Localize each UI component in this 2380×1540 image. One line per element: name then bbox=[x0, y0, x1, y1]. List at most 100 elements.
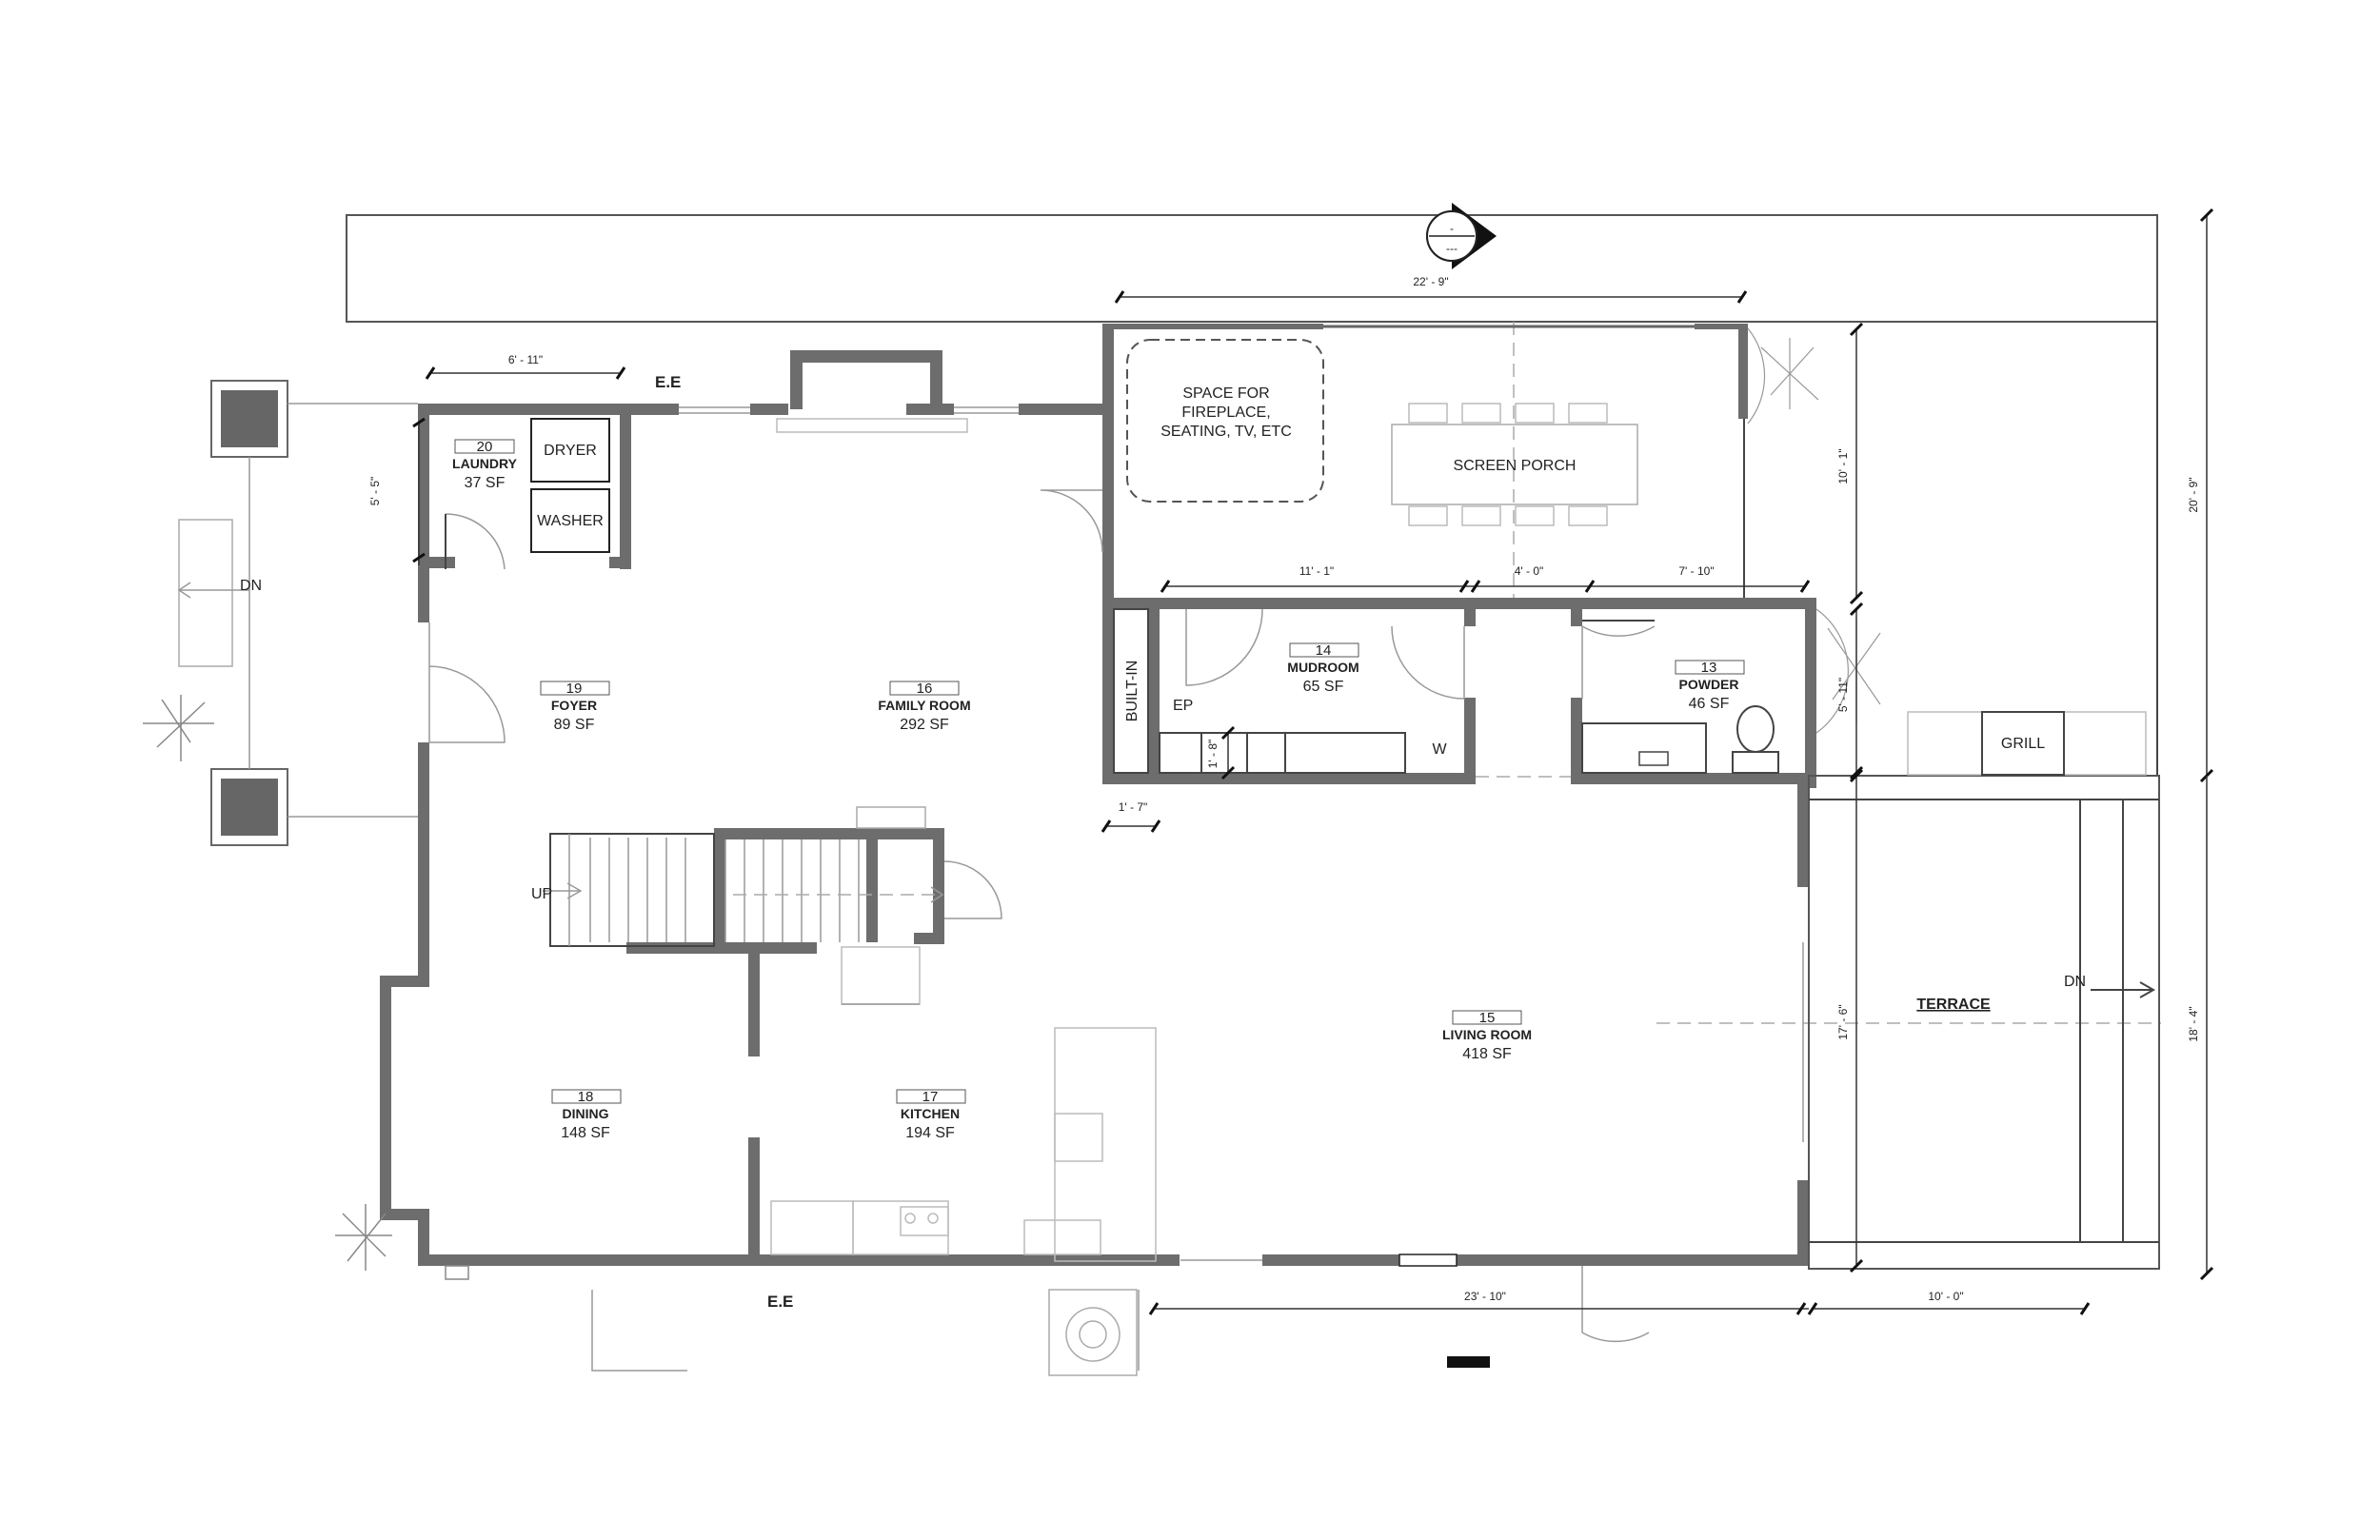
terrace-label: TERRACE bbox=[1916, 997, 1991, 1013]
svg-text:194 SF: 194 SF bbox=[905, 1125, 955, 1141]
room-tag-kitchen: 17 KITCHEN 194 SF bbox=[896, 1089, 966, 1141]
svg-text:20' - 9": 20' - 9" bbox=[2187, 477, 2200, 512]
svg-text:5' - 11": 5' - 11" bbox=[1836, 678, 1850, 712]
svg-text:1' - 7": 1' - 7" bbox=[1119, 800, 1148, 814]
property-strip bbox=[346, 214, 2158, 323]
svg-text:18: 18 bbox=[578, 1089, 594, 1105]
svg-text:11' - 1": 11' - 1" bbox=[1299, 564, 1334, 578]
svg-text:6' - 11": 6' - 11" bbox=[508, 353, 543, 366]
toilet-bowl bbox=[1736, 705, 1775, 753]
toilet-tank bbox=[1732, 751, 1779, 774]
washer-label: WASHER bbox=[537, 513, 604, 529]
dim-overall-right: 20' - 9" bbox=[2187, 207, 2214, 783]
kitchen-counters bbox=[770, 1027, 1157, 1262]
svg-text:65 SF: 65 SF bbox=[1303, 679, 1344, 695]
terrace-deck bbox=[1808, 775, 2160, 1270]
svg-text:418 SF: 418 SF bbox=[1462, 1046, 1512, 1062]
powder-vanity bbox=[1581, 722, 1707, 774]
svg-text:LAUNDRY: LAUNDRY bbox=[452, 456, 518, 471]
fireplace-zone bbox=[1126, 339, 1324, 503]
svg-text:MUDROOM: MUDROOM bbox=[1287, 660, 1359, 675]
dryer-label: DRYER bbox=[544, 443, 597, 459]
stair bbox=[543, 833, 944, 947]
mudroom-bench bbox=[1159, 732, 1406, 774]
ep-label: EP bbox=[1173, 698, 1193, 714]
svg-text:292 SF: 292 SF bbox=[900, 717, 949, 733]
room-tag-mudroom: 14 MUDROOM 65 SF bbox=[1287, 642, 1359, 695]
svg-text:13: 13 bbox=[1701, 660, 1717, 676]
dim-ep-width: 1' - 8" bbox=[1206, 725, 1236, 780]
svg-text:1' - 8": 1' - 8" bbox=[1206, 740, 1220, 769]
mudroom-door-swing bbox=[1185, 608, 1263, 686]
planter-top bbox=[210, 380, 288, 458]
room-tag-foyer: 19 FOYER 89 SF bbox=[540, 681, 610, 733]
svg-text:10' - 0": 10' - 0" bbox=[1928, 1290, 1963, 1303]
svg-text:4' - 0": 4' - 0" bbox=[1515, 564, 1544, 578]
svg-text:148 SF: 148 SF bbox=[561, 1125, 610, 1141]
svg-text:7' - 10": 7' - 10" bbox=[1678, 564, 1714, 578]
room-tag-dining: 18 DINING 148 SF bbox=[551, 1089, 622, 1141]
svg-text:89 SF: 89 SF bbox=[554, 717, 595, 733]
built-in-cabinet bbox=[1113, 608, 1149, 774]
porch-table bbox=[1391, 424, 1638, 505]
screen-porch-label: SCREEN PORCH bbox=[1454, 458, 1577, 474]
fireplace-label-2: FIREPLACE, bbox=[1181, 405, 1270, 421]
svg-text:FOYER: FOYER bbox=[551, 698, 597, 713]
section-marker-top-text: - bbox=[1450, 222, 1454, 235]
svg-text:15: 15 bbox=[1479, 1010, 1496, 1026]
powder-door-swing bbox=[1581, 624, 1656, 699]
dim-terrace-width: 10' - 0" bbox=[1807, 1290, 2091, 1315]
porch-chairs bbox=[1408, 403, 1608, 526]
fireplace-label-1: SPACE FOR bbox=[1182, 385, 1269, 402]
mudroom-closet-door-swing bbox=[1391, 625, 1465, 700]
dim-laundry-height: 5' - 5" bbox=[368, 417, 426, 565]
room-tag-family-room: 16 FAMILY ROOM 292 SF bbox=[878, 681, 970, 733]
plant-left bbox=[143, 695, 214, 761]
section-marker: - --- bbox=[1426, 203, 1497, 269]
svg-text:16: 16 bbox=[917, 681, 933, 697]
dim-laundry-width: 6' - 11" bbox=[425, 353, 626, 380]
entry-steps bbox=[178, 519, 233, 667]
dim-terrace-height: 17' - 6" bbox=[1836, 768, 1864, 1273]
room-tag-laundry: 20 LAUNDRY 37 SF bbox=[452, 439, 518, 491]
plant-southwest bbox=[335, 1204, 392, 1271]
svg-text:LIVING ROOM: LIVING ROOM bbox=[1442, 1027, 1532, 1042]
svg-text:KITCHEN: KITCHEN bbox=[901, 1106, 960, 1121]
svg-text:17: 17 bbox=[922, 1089, 939, 1105]
svg-text:37 SF: 37 SF bbox=[465, 475, 506, 491]
plant-porch bbox=[1747, 327, 1819, 424]
svg-text:14: 14 bbox=[1316, 642, 1332, 659]
ac-unit bbox=[1048, 1289, 1138, 1376]
washer bbox=[530, 488, 610, 553]
svg-text:POWDER: POWDER bbox=[1679, 677, 1739, 692]
room-tag-living-room: 15 LIVING ROOM 418 SF bbox=[1442, 1010, 1532, 1062]
section-marker-bottom-text: --- bbox=[1446, 242, 1458, 255]
ee-label-bottom: E.E bbox=[767, 1293, 793, 1311]
svg-text:17' - 6": 17' - 6" bbox=[1836, 1004, 1850, 1039]
entry-dn-label: DN bbox=[240, 578, 262, 594]
svg-text:22' - 9": 22' - 9" bbox=[1413, 275, 1448, 288]
foyer-door-swing bbox=[428, 665, 506, 743]
laundry-door-swing bbox=[445, 513, 506, 570]
fireplace-label-3: SEATING, TV, ETC bbox=[1160, 424, 1292, 440]
svg-text:FAMILY ROOM: FAMILY ROOM bbox=[878, 698, 970, 713]
built-in-label: BUILT-IN bbox=[1124, 661, 1140, 722]
dim-builtin-depth: 1' - 7" bbox=[1101, 800, 1161, 833]
grill-label: GRILL bbox=[2001, 736, 2045, 752]
planter-bottom bbox=[210, 768, 288, 846]
stair-door-swing bbox=[943, 860, 1002, 919]
svg-text:10' - 1": 10' - 1" bbox=[1836, 448, 1850, 484]
svg-text:18' - 4": 18' - 4" bbox=[2187, 1006, 2200, 1041]
plant-powder bbox=[1815, 608, 1881, 734]
dim-porch-height: 10' - 1" bbox=[1836, 322, 1864, 605]
svg-text:19: 19 bbox=[566, 681, 583, 697]
porch-door-swing bbox=[1040, 489, 1103, 553]
grill bbox=[1981, 711, 2065, 776]
svg-text:DINING: DINING bbox=[563, 1106, 609, 1121]
dim-living-width: 23' - 10" bbox=[1148, 1290, 1809, 1315]
svg-text:46 SF: 46 SF bbox=[1689, 696, 1730, 712]
w-label: W bbox=[1432, 741, 1447, 758]
svg-text:20: 20 bbox=[477, 439, 493, 455]
dim-porch-segments: 11' - 1" 4' - 0" 7' - 10" bbox=[1160, 564, 1811, 593]
